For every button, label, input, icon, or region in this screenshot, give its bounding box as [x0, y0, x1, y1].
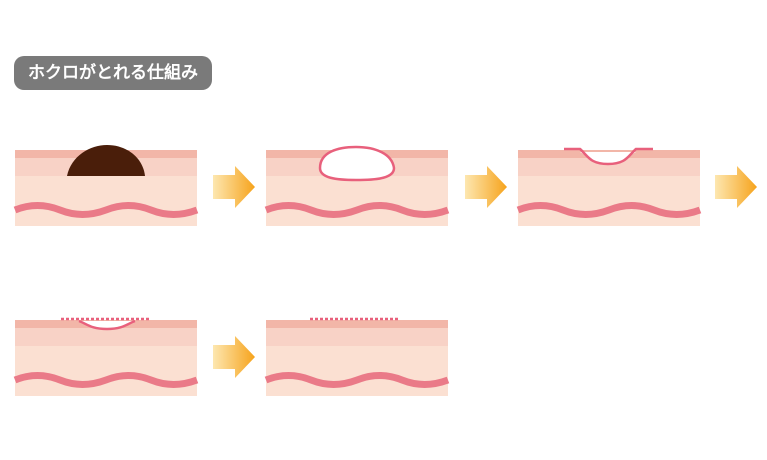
- skin-panel-healed: [264, 317, 450, 396]
- skin-panel-removed: [264, 145, 450, 226]
- arrow-icon: [715, 166, 757, 208]
- mole-shape: [67, 145, 145, 176]
- arrow-icon: [213, 166, 255, 208]
- wound-shape: [318, 145, 396, 182]
- arrow-icon: [213, 336, 255, 378]
- skin-panel-shallow: [516, 147, 702, 226]
- healing-curve: [78, 319, 136, 331]
- title-badge: ホクロがとれる仕組み: [14, 56, 212, 90]
- skin-panel-regenerating: [13, 317, 199, 396]
- shallow-dent: [564, 147, 653, 166]
- skin-panel-mole: [13, 145, 199, 226]
- arrow-icon: [465, 166, 507, 208]
